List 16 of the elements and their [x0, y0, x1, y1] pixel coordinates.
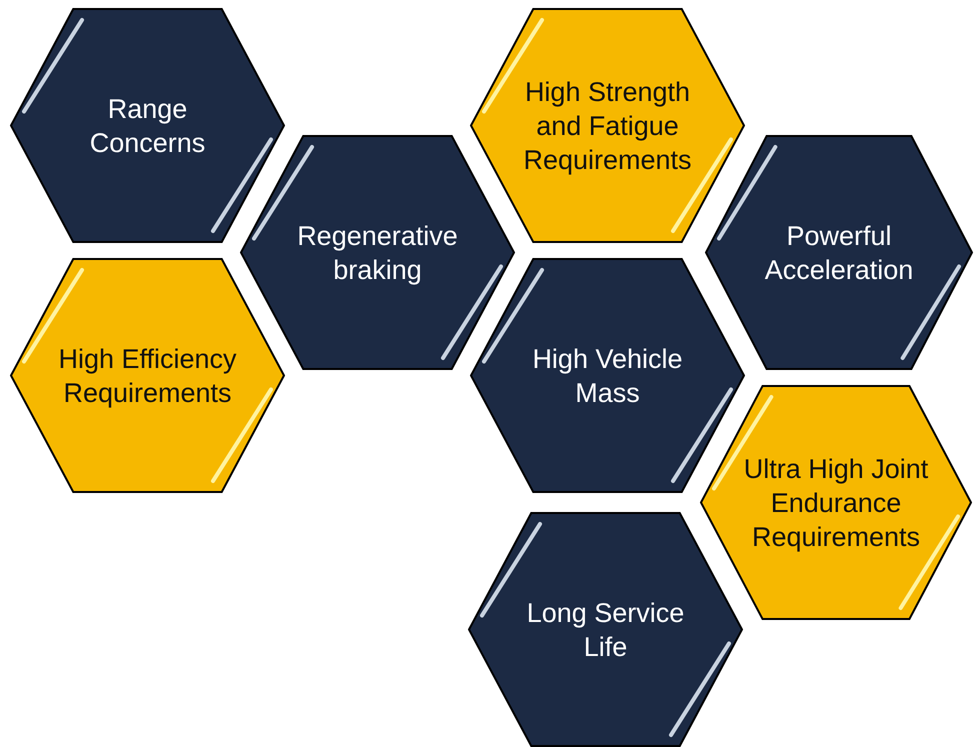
- tile-label: Ultra High Joint Endurance Requirements: [742, 452, 930, 554]
- tile-label: Powerful Acceleration: [764, 220, 914, 286]
- hexagon-tile: [705, 135, 973, 370]
- hexagon-tile: [470, 8, 745, 243]
- tile-label: High Efficiency Requirements: [57, 342, 238, 410]
- tile-label: Regenerative braking: [296, 220, 459, 286]
- hexagon-tile: [470, 258, 745, 493]
- hexagon-tile: [10, 8, 285, 243]
- hexagon-tile: [468, 512, 743, 747]
- tile-label: High Strength and Fatigue Requirements: [522, 76, 693, 176]
- hexagon-tile: [700, 385, 972, 620]
- tile-label: High Vehicle Mass: [531, 342, 684, 410]
- hexagon-tile: [10, 258, 285, 493]
- tile-label: Long Service Life: [526, 596, 686, 664]
- hexagon-tile: [240, 135, 515, 370]
- tile-label: Range Concerns: [88, 92, 206, 160]
